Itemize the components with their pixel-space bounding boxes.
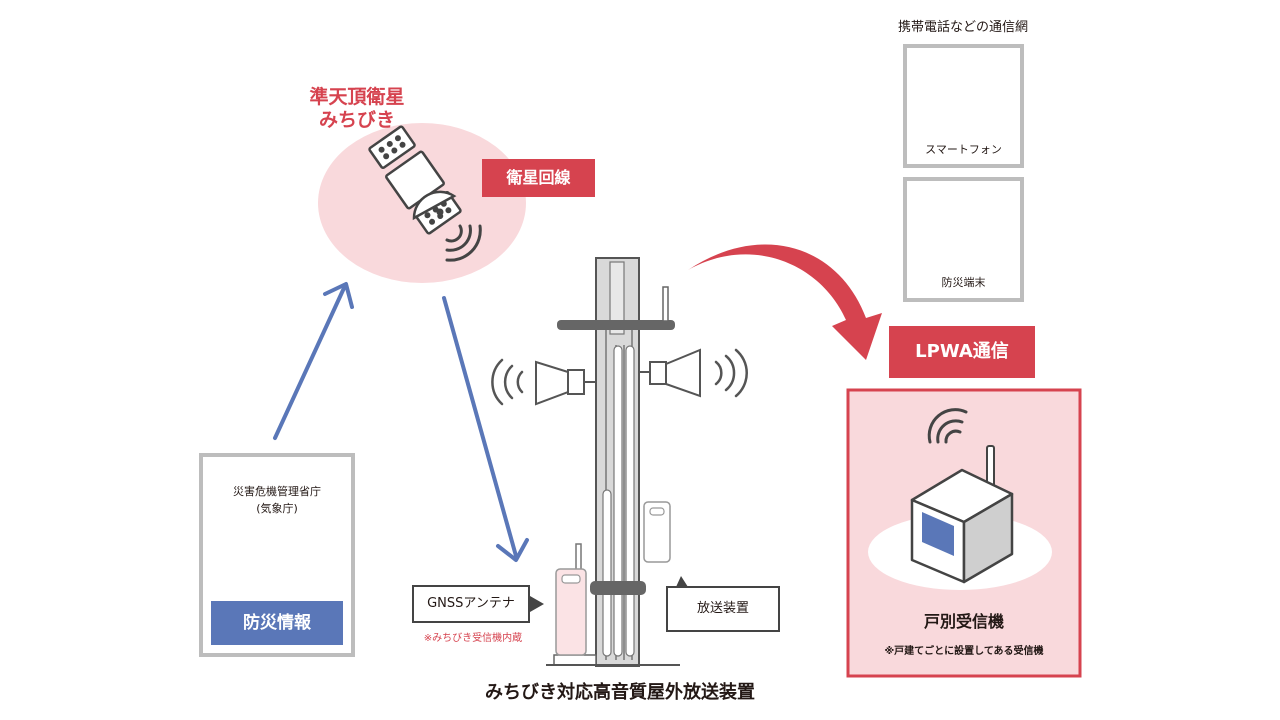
satellite-title: 準天頂衛星 みちびき xyxy=(292,86,422,132)
lpwa-arrow xyxy=(688,244,882,360)
smartphone-box: スマートフォン xyxy=(903,44,1024,168)
disaster-terminal-box: 防災端末 xyxy=(903,177,1024,302)
left-speaker-icon xyxy=(535,360,596,406)
agency-name-line2: (気象庁) xyxy=(256,502,298,515)
uplink-arrow xyxy=(273,282,354,440)
lpwa-label: LPWA通信 xyxy=(889,326,1035,378)
network-title: 携帯電話などの通信網 xyxy=(897,20,1028,35)
satellite-title-line2: みちびき xyxy=(318,109,395,131)
left-speaker-sound-icon xyxy=(491,358,524,406)
agency-box: 災害危機管理省庁 (気象庁) 防災情報 xyxy=(199,453,355,657)
disaster-terminal-label: 防災端末 xyxy=(941,276,986,289)
gnss-antenna-note: ※みちびき受信機内蔵 xyxy=(423,633,523,644)
agency-name-line1: 災害危機管理省庁 xyxy=(233,485,321,498)
satellite-dish-icon xyxy=(412,190,457,221)
satellite-link-label: 衛星回線 xyxy=(482,159,595,197)
receiver-title: 戸別受信機 xyxy=(923,612,1004,631)
receiver-note: ※戸建てごとに設置してある受信機 xyxy=(884,646,1044,657)
smartphone-label: スマートフォン xyxy=(925,143,1002,156)
broadcast-pointer xyxy=(676,576,688,587)
satellite-signal-icon xyxy=(445,224,482,262)
downlink-arrow xyxy=(442,296,529,562)
right-speaker-icon xyxy=(639,348,701,398)
broadcast-device-label: 放送装置 xyxy=(666,586,780,632)
gnss-antenna-label: GNSSアンテナ xyxy=(412,585,530,623)
receiver-signal-icon xyxy=(927,408,968,444)
broadcast-device xyxy=(643,501,671,563)
receiver-device-icon xyxy=(910,445,1014,584)
satellite-title-line1: 準天頂衛星 xyxy=(309,86,405,108)
tower-caption: みちびき対応高音質屋外放送装置 xyxy=(485,682,755,703)
broadcast-tower xyxy=(546,257,680,667)
gnss-antenna-device xyxy=(555,543,587,656)
right-speaker-sound-icon xyxy=(714,348,748,398)
disaster-info-label: 防災情報 xyxy=(211,601,343,645)
gnss-pointer xyxy=(530,596,544,612)
